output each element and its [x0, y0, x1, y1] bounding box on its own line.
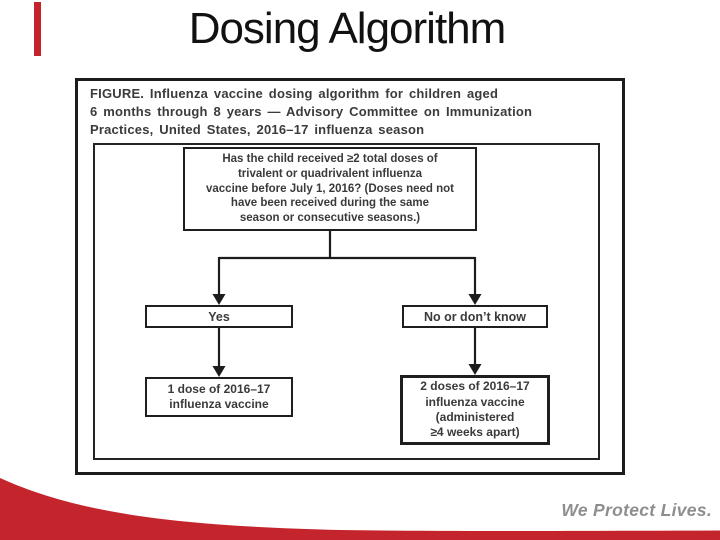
flow-node-outcome-one-dose: 1 dose of 2016–17 influenza vaccine	[145, 377, 293, 417]
page-title: Dosing Algorithm	[188, 4, 507, 53]
red-accent-bar	[34, 2, 41, 56]
flow-node-outcome-two-doses: 2 doses of 2016–17 influenza vaccine (ad…	[400, 375, 550, 445]
red-swoosh-shape	[0, 478, 720, 540]
red-swoosh	[0, 478, 720, 540]
figure-caption: FIGURE. Influenza vaccine dosing algorit…	[90, 86, 533, 137]
flow-node-no: No or don’t know	[402, 305, 548, 328]
tagline-text: We Protect Lives.	[561, 500, 712, 520]
flow-node-question: Has the child received ≥2 total doses of…	[183, 147, 477, 231]
flow-node-yes: Yes	[145, 305, 293, 328]
